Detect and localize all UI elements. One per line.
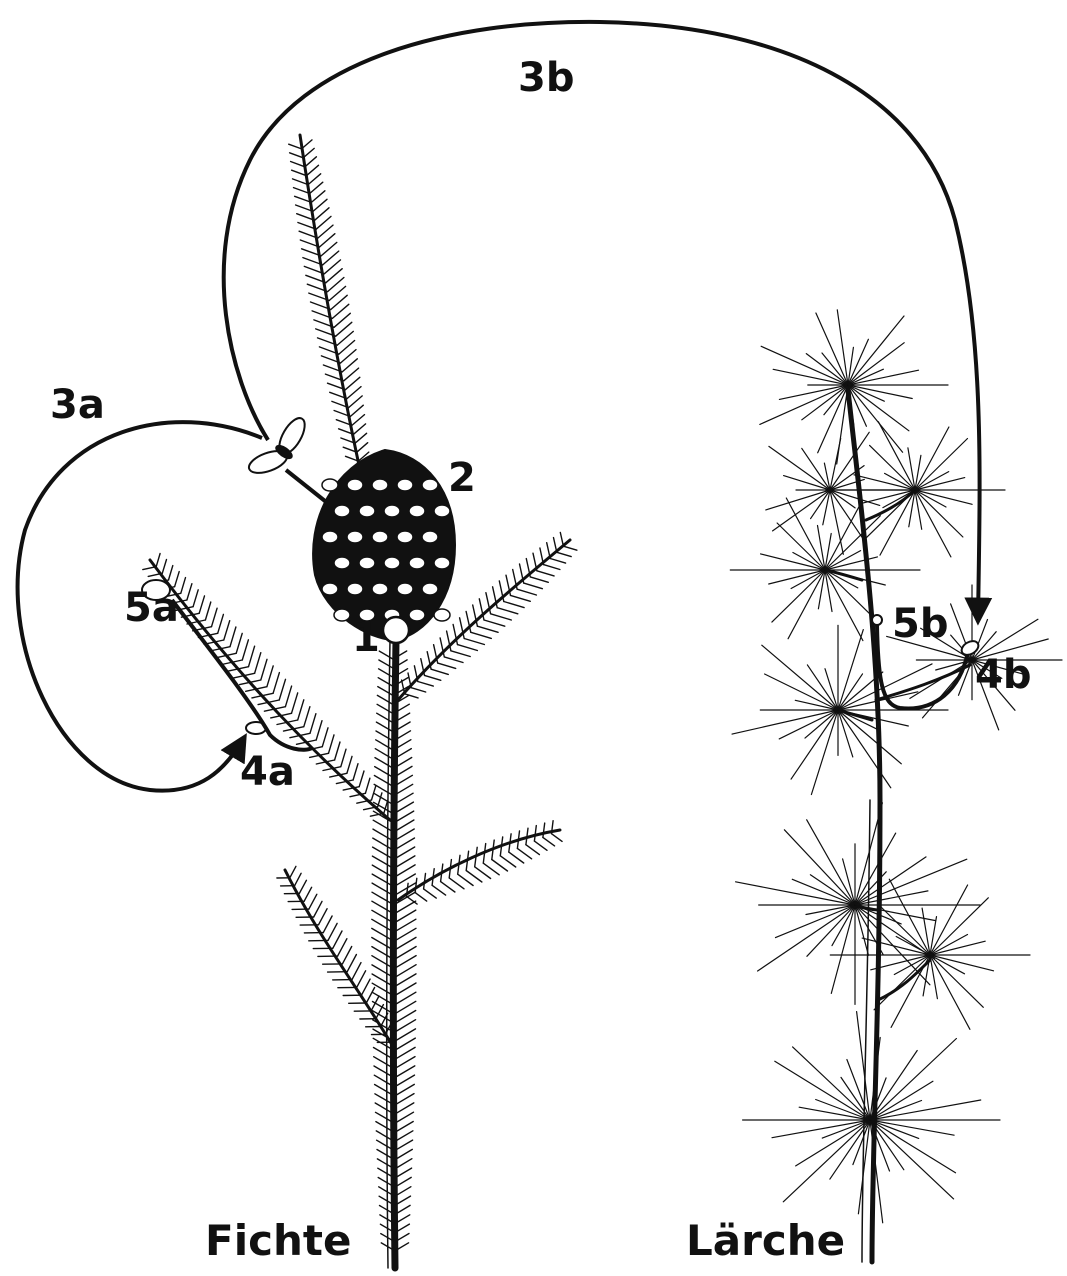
label-stage-3b: 3b bbox=[518, 58, 574, 98]
label-stage-3a: 3a bbox=[50, 385, 105, 425]
spruce-lower-right-branch bbox=[398, 830, 560, 900]
label-stage-5b: 5b bbox=[892, 604, 948, 644]
label-stage-4a: 4a bbox=[240, 752, 295, 792]
larch-needle-tufts bbox=[730, 310, 1062, 1223]
spruce-cone bbox=[313, 450, 455, 640]
insect-icon bbox=[246, 414, 310, 477]
larch-branch bbox=[730, 310, 1062, 1262]
spruce-branch bbox=[143, 135, 577, 1268]
label-stage-1: 1 bbox=[352, 618, 380, 658]
label-stage-5a: 5a bbox=[124, 588, 179, 628]
caption-larch: Lärche bbox=[686, 1220, 845, 1262]
spruce-needles bbox=[143, 140, 577, 1251]
bud-5b bbox=[872, 615, 882, 625]
caption-spruce: Fichte bbox=[205, 1220, 351, 1262]
label-stage-4b: 4b bbox=[975, 655, 1031, 695]
spruce-main-stem bbox=[393, 640, 396, 1268]
spruce-top-shoot bbox=[300, 135, 360, 470]
spruce-flower-bud bbox=[383, 617, 409, 643]
label-stage-2: 2 bbox=[448, 458, 476, 498]
